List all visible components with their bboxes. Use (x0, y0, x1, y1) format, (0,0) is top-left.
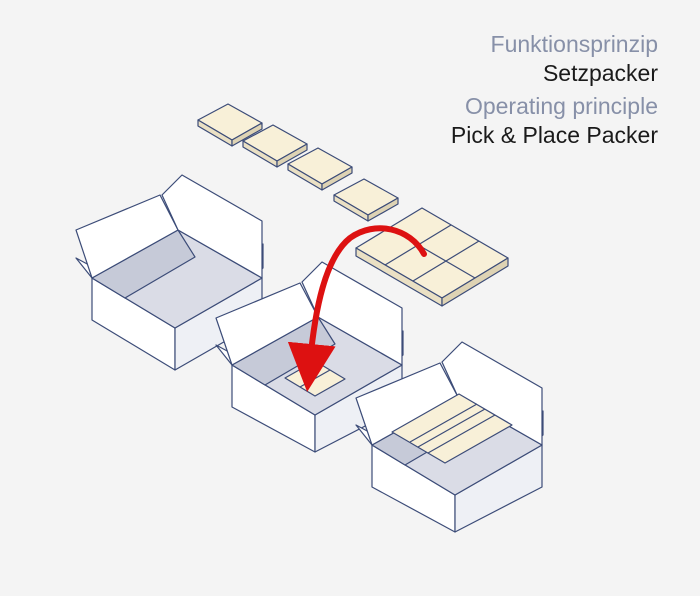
empty-box (75, 174, 264, 371)
full-box (355, 341, 544, 533)
transfer-arrow-icon (287, 225, 427, 392)
label-english: Operating principle (464, 93, 658, 119)
filling-box (215, 261, 404, 453)
label-german: Funktionsprinzip (490, 31, 658, 57)
name-english: Pick & Place Packer (450, 122, 658, 148)
conveyor-product (197, 103, 263, 147)
conveyor-product (333, 178, 399, 222)
title-block: Funktionsprinzip Setzpacker Operating pr… (451, 30, 658, 150)
conveyor-product (287, 147, 353, 191)
product-group (355, 207, 509, 307)
conveyor-product (242, 124, 308, 168)
name-german: Setzpacker (542, 60, 658, 86)
